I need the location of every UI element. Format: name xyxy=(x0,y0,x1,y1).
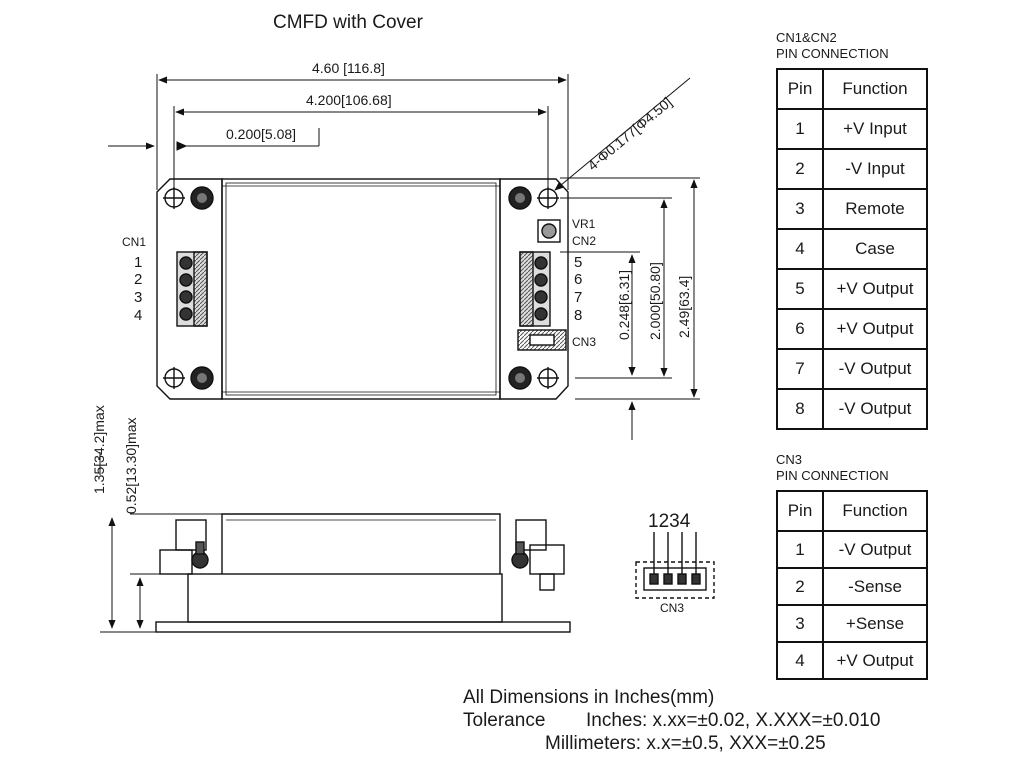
table1-header-pin: Pin xyxy=(776,68,824,110)
hole-offset-dim: 0.200[5.08] xyxy=(226,126,297,142)
cn2-pin-7: 7 xyxy=(574,289,583,306)
cn1-pin-2: 2 xyxy=(134,271,143,288)
cn2-pin-6: 6 xyxy=(574,271,583,288)
side-view xyxy=(99,452,571,633)
function-cell: +V Output xyxy=(822,641,928,680)
side-terminal-right xyxy=(511,519,565,591)
pin-cell: 5 xyxy=(776,268,824,310)
pin-cell: 2 xyxy=(776,567,824,606)
table2-header-pin: Pin xyxy=(776,490,824,532)
cn1-label: CN1 xyxy=(122,235,147,249)
table1-caption-line2: PIN CONNECTION xyxy=(776,46,889,61)
pin-cell: 7 xyxy=(776,348,824,390)
cn3-label: CN3 xyxy=(572,335,597,349)
pin-cell: 3 xyxy=(776,188,824,230)
cn3-connector xyxy=(517,329,567,351)
hole-spacing-dim: 4.200[106.68] xyxy=(306,92,392,108)
function-cell: Remote xyxy=(822,188,928,230)
dimension-lines xyxy=(108,74,700,440)
cn2-terminal-block xyxy=(519,251,551,327)
table2-caption: CN3 PIN CONNECTION xyxy=(776,452,889,484)
top-view xyxy=(156,178,569,400)
function-cell: -V Input xyxy=(822,148,928,190)
table2-header-row: Pin Function xyxy=(776,490,928,532)
vr1-trimmer xyxy=(537,219,561,243)
screw-br xyxy=(508,366,532,390)
table2-header-function: Function xyxy=(822,490,928,532)
cn2-label: CN2 xyxy=(572,234,597,248)
screw-bl xyxy=(190,366,214,390)
table-row: 6+V Output xyxy=(776,308,928,350)
cn3-detail-pin-numbers: 1234 xyxy=(648,511,691,532)
function-cell: -V Output xyxy=(822,348,928,390)
overall-width-dim: 2.49[63.4] xyxy=(676,275,692,338)
cn3-pin-table: Pin Function 1-V Output 2-Sense 3+Sense … xyxy=(776,490,928,680)
function-cell: -V Output xyxy=(822,530,928,569)
table1-header-function: Function xyxy=(822,68,928,110)
screw-tr xyxy=(508,186,532,210)
table-row: 1+V Input xyxy=(776,108,928,150)
pin-cell: 4 xyxy=(776,641,824,680)
table2-caption-line1: CN3 xyxy=(776,452,803,467)
cn1-pin-1: 1 xyxy=(134,254,143,271)
pin-cell: 1 xyxy=(776,530,824,569)
function-cell: -Sense xyxy=(822,567,928,606)
table-row: 8-V Output xyxy=(776,388,928,430)
cn2-pin-8: 8 xyxy=(574,307,583,324)
max-height-dim: 1.35[34.2]max xyxy=(91,405,107,494)
function-cell: +Sense xyxy=(822,604,928,643)
table-row: 2-Sense xyxy=(776,567,928,606)
function-cell: Case xyxy=(822,228,928,270)
pin-cell: 8 xyxy=(776,388,824,430)
pin-cell: 4 xyxy=(776,228,824,270)
cover-height-dim: 0.52[13.30]max xyxy=(123,417,139,514)
function-cell: +V Output xyxy=(822,268,928,310)
table-row: 5+V Output xyxy=(776,268,928,310)
tolerance-inches: Inches: x.xx=±0.02, X.XXX=±0.010 xyxy=(586,710,881,731)
tolerance-label: Tolerance xyxy=(463,710,546,731)
cn2-offset-dim: 0.248[6.31] xyxy=(616,269,632,340)
drawing-title: CMFD with Cover xyxy=(273,12,423,33)
side-terminal-left xyxy=(159,519,209,575)
pin-cell: 2 xyxy=(776,148,824,190)
screw-tl xyxy=(190,186,214,210)
table-row: 4+V Output xyxy=(776,641,928,680)
cn1-terminal-block xyxy=(176,251,208,327)
table-row: 2-V Input xyxy=(776,148,928,190)
cn1-pin-4: 4 xyxy=(134,307,143,324)
hole-spacing-v-dim: 2.000[50.80] xyxy=(647,262,663,340)
pin-cell: 3 xyxy=(776,604,824,643)
table2-caption-line2: PIN CONNECTION xyxy=(776,468,889,483)
pin-cell: 1 xyxy=(776,108,824,150)
mounting-hole-br xyxy=(537,367,559,389)
mounting-hole-tl xyxy=(163,187,185,209)
tolerance-millimeters: Millimeters: x.x=±0.5, XXX=±0.25 xyxy=(545,733,826,754)
table-row: 1-V Output xyxy=(776,530,928,569)
function-cell: +V Input xyxy=(822,108,928,150)
function-cell: -V Output xyxy=(822,388,928,430)
cn3-detail xyxy=(635,532,715,599)
cn2-pin-5: 5 xyxy=(574,254,583,271)
overall-length-dim: 4.60 [116.8] xyxy=(312,60,385,76)
mounting-hole-tr xyxy=(537,187,559,209)
table-row: 3+Sense xyxy=(776,604,928,643)
table1-caption-line1: CN1&CN2 xyxy=(776,30,837,45)
table1-caption: CN1&CN2 PIN CONNECTION xyxy=(776,30,889,62)
mounting-hole-bl xyxy=(163,367,185,389)
function-cell: +V Output xyxy=(822,308,928,350)
table-row: 7-V Output xyxy=(776,348,928,390)
cn1-pin-3: 3 xyxy=(134,289,143,306)
pin-cell: 6 xyxy=(776,308,824,350)
cn3-detail-label: CN3 xyxy=(660,601,685,615)
table1-header-row: Pin Function xyxy=(776,68,928,110)
dimensions-note: All Dimensions in Inches(mm) xyxy=(463,687,715,708)
vr1-label: VR1 xyxy=(572,217,596,231)
